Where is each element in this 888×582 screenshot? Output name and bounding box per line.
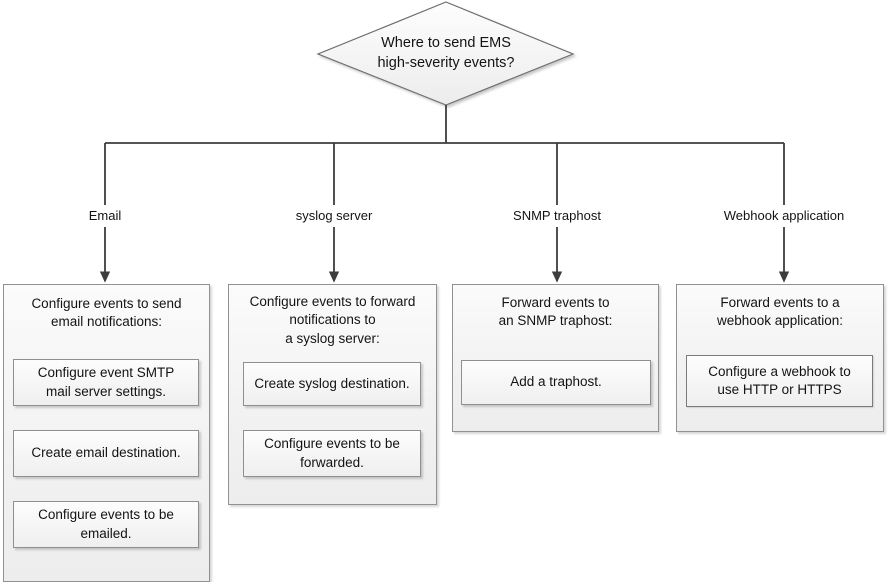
step-snmp-add-traphost[interactable]: Add a traphost. (461, 360, 651, 405)
decision-label: Where to send EMS high-severity events? (377, 35, 515, 71)
step-syslog-configure-events[interactable]: Configure events to be forwarded. (243, 430, 421, 477)
step-syslog-configure-events-label: Configure events to be forwarded. (264, 436, 400, 470)
step-email-create-destination[interactable]: Create email destination. (13, 430, 199, 477)
group-title-webhook-application: Forward events to a webhook application: (716, 295, 844, 329)
step-webhook-configure[interactable]: Configure a webhook to use HTTP or HTTPS (686, 355, 873, 407)
branch-label-email: Email (88, 208, 122, 223)
step-email-create-destination-label: Create email destination. (31, 445, 181, 461)
step-webhook-configure-label: Configure a webhook to use HTTP or HTTPS (708, 363, 851, 397)
step-email-configure-events-label: Configure events to be emailed. (38, 507, 174, 541)
group-title-syslog-server: Configure events to forward notification… (249, 294, 416, 346)
branch-label-snmp-traphost: SNMP traphost (513, 208, 601, 223)
step-syslog-create-destination-label: Create syslog destination. (254, 375, 410, 391)
group-snmp-traphost: Forward events to an SNMP traphost: (452, 284, 659, 432)
step-email-configure-smtp[interactable]: Configure event SMTP mail server setting… (13, 359, 199, 406)
group-title-email: Configure events to send email notificat… (31, 296, 182, 330)
step-email-configure-smtp-label: Configure event SMTP mail server setting… (37, 365, 175, 399)
step-email-configure-events[interactable]: Configure events to be emailed. (13, 501, 199, 548)
branch-label-webhook-application: Webhook application (723, 208, 845, 223)
branch-label-syslog-server: syslog server (295, 208, 373, 223)
group-title-snmp-traphost: Forward events to an SNMP traphost: (498, 295, 613, 329)
step-snmp-add-traphost-label: Add a traphost. (510, 374, 602, 390)
step-syslog-create-destination[interactable]: Create syslog destination. (243, 362, 421, 406)
